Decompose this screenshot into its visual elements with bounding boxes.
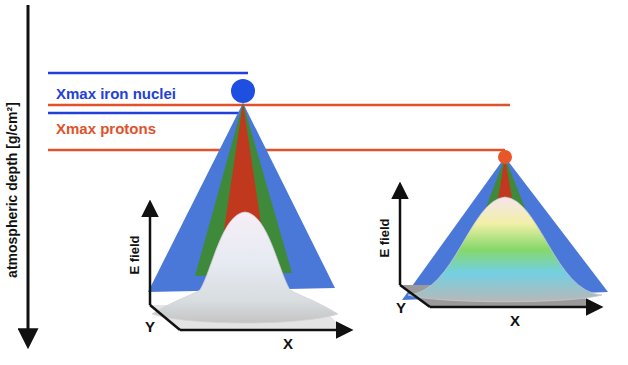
proton-xmax-line — [48, 104, 510, 107]
axis-label: E field — [128, 235, 141, 274]
plot-axis — [399, 185, 402, 285]
depth-axis — [27, 5, 30, 345]
plot-axis — [180, 329, 350, 332]
axis-label: Y — [396, 300, 406, 315]
axis-title: atmospheric depth [g/cm²] — [5, 102, 19, 278]
iron-xmax-line — [48, 112, 245, 115]
axis-label: X — [283, 336, 293, 351]
plot-axis — [149, 203, 152, 305]
iron-xmax-line — [48, 72, 248, 75]
xmax-label: Xmax protons — [56, 121, 156, 136]
proton-xmax-line — [48, 149, 505, 152]
axis-label: Y — [145, 319, 155, 334]
plot-axis — [430, 306, 600, 309]
xmax-label: Xmax iron nuclei — [56, 86, 176, 101]
efield-surface — [152, 212, 338, 323]
iron-nucleus — [231, 79, 255, 103]
axis-label: X — [510, 313, 520, 328]
efield-surface — [408, 197, 602, 302]
proton — [498, 150, 512, 164]
axis-label: E field — [378, 218, 391, 257]
